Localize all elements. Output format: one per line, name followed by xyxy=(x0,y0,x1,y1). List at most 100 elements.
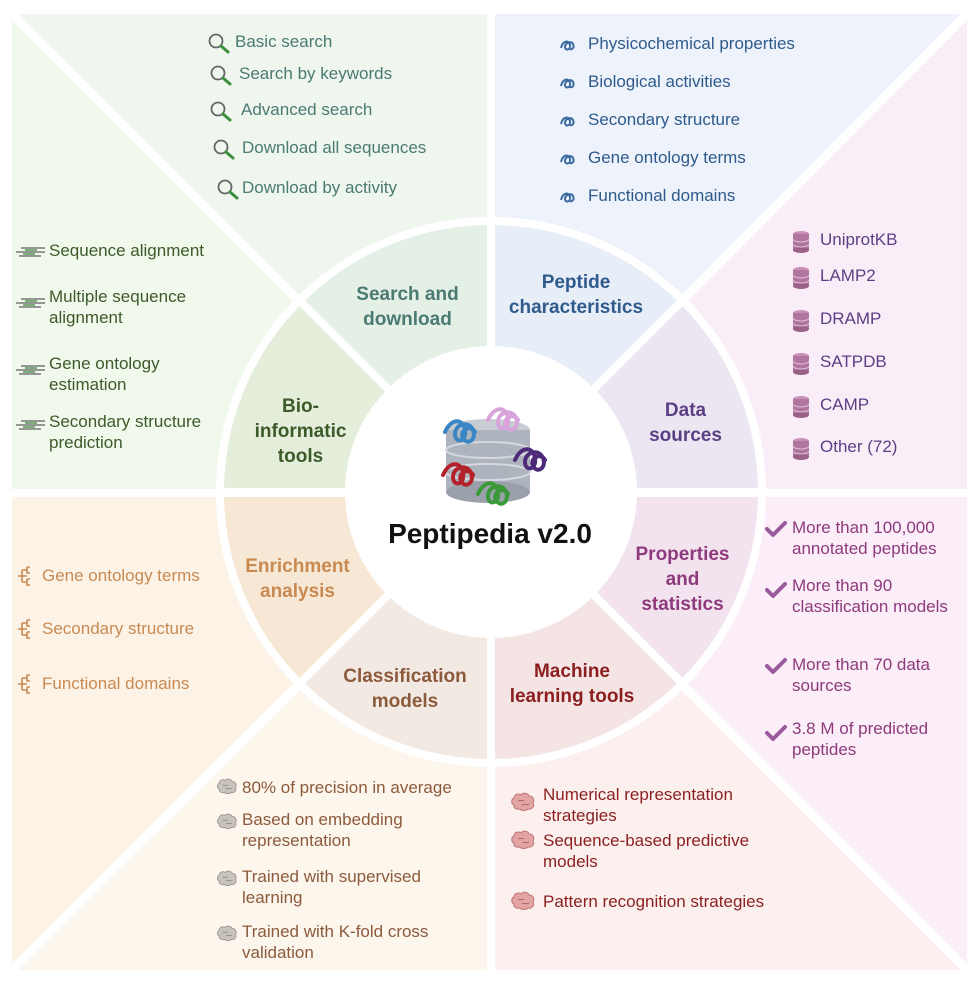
segment-label-line: Classification xyxy=(343,666,467,687)
list-item: Download all sequences xyxy=(207,138,426,178)
list-item-text: Trained with supervised learning xyxy=(242,867,421,907)
list-item: Functional domains xyxy=(16,674,200,704)
list-item: More than 100,000 annotated peptides xyxy=(765,517,970,575)
list-item: 3.8 M of predicted peptides xyxy=(765,718,970,768)
list-item-text: Gene ontology terms xyxy=(42,566,200,585)
brain-icon xyxy=(216,809,242,835)
list-item: Sequence-based predictive models xyxy=(510,830,790,891)
center-title: Peptipedia v2.0 xyxy=(388,518,592,549)
database-icon xyxy=(792,437,820,466)
list-item: CAMP xyxy=(792,395,897,437)
list-item: SATPDB xyxy=(792,352,897,395)
list-item-text: Sequence-based predictive models xyxy=(543,831,750,871)
list-item-text: Biological activities xyxy=(588,72,731,91)
list-item: Trained with K-fold cross validation xyxy=(216,921,481,967)
segment-label-peptide: Peptide characteristics xyxy=(496,270,656,320)
peptide-coil-purple-icon xyxy=(513,447,547,472)
segment-label-line: characteristics xyxy=(508,297,644,318)
peptide-coil-green-icon xyxy=(476,481,510,506)
segment-label-class: Classification models xyxy=(325,664,485,714)
list-item-text: Download all sequences xyxy=(242,138,427,157)
list-item: LAMP2 xyxy=(792,266,897,309)
database-icon xyxy=(792,352,820,381)
list-item: UniprotKB xyxy=(792,230,897,266)
segment-label-search: Search and download xyxy=(330,282,485,332)
list-item-text: Functional domains xyxy=(42,674,190,693)
segment-label-bio: Bio- informatic tools xyxy=(248,394,353,469)
brain-icon xyxy=(216,777,242,800)
peptipedia-logo xyxy=(441,407,547,506)
list-item: Secondary structure xyxy=(558,110,795,148)
tree-icon xyxy=(16,619,42,644)
segment-label-line: analysis xyxy=(260,581,335,602)
alignment-icon xyxy=(15,240,49,265)
list-item-text: Gene ontology estimation xyxy=(49,354,160,394)
list-item-text: DRAMP xyxy=(820,309,882,328)
list-item-text: 3.8 M of predicted peptides xyxy=(792,719,929,759)
tree-icon xyxy=(16,566,42,591)
list-item-text: Secondary structure xyxy=(588,110,741,129)
list-item-text: More than 90 classification models xyxy=(792,576,948,616)
list-item: Other (72) xyxy=(792,437,897,473)
brain-icon xyxy=(216,921,242,947)
list-item-text: Other (72) xyxy=(820,437,898,456)
segment-label-line: statistics xyxy=(641,594,724,615)
segment-label-data: Data sources xyxy=(628,398,743,448)
segment-label-line: Enrichment xyxy=(245,556,350,577)
magnifier-icon xyxy=(209,100,241,127)
list-item-text: SATPDB xyxy=(820,352,887,371)
alignment-icon xyxy=(15,411,49,438)
list-item-text: More than 100,000 annotated peptides xyxy=(792,518,937,558)
segment-label-line: download xyxy=(363,309,452,330)
check-icon xyxy=(765,517,792,543)
list-item-text: 80% of precision in average xyxy=(242,778,452,797)
list-item: DRAMP xyxy=(792,309,897,352)
list-item: Trained with supervised learning xyxy=(216,866,481,921)
segment-label-line: Peptide xyxy=(541,272,611,293)
bioinformatic-list: Sequence alignment Multiple sequence ali… xyxy=(15,240,230,457)
list-item-text: Gene ontology terms xyxy=(588,148,746,167)
brain-icon xyxy=(510,891,543,916)
list-item-text: Based on embedding representation xyxy=(242,810,403,850)
list-item-text: Basic search xyxy=(235,32,333,51)
list-item: Secondary structure prediction xyxy=(15,411,230,457)
peptide-coil-icon xyxy=(558,72,588,99)
list-item: Sequence alignment xyxy=(15,240,230,286)
list-item: Basic search xyxy=(207,32,426,64)
list-item: Physicochemical properties xyxy=(558,34,795,72)
list-item-text: Download by activity xyxy=(242,178,397,197)
peptide-list: Physicochemical properties Biological ac… xyxy=(558,34,795,224)
list-item-text: Advanced search xyxy=(241,100,373,119)
list-item: Gene ontology terms xyxy=(16,566,200,619)
list-item: Functional domains xyxy=(558,186,795,224)
segment-label-line: informatic xyxy=(254,421,347,442)
check-icon xyxy=(765,654,792,680)
brain-icon xyxy=(216,866,242,892)
list-item-text: LAMP2 xyxy=(820,266,876,285)
list-item-text: Numerical representation strategies xyxy=(543,785,733,825)
search-list: Basic search Search by keywords Advanced… xyxy=(207,32,426,212)
segment-label-line: learning tools xyxy=(509,686,635,707)
list-item-text: Functional domains xyxy=(588,186,736,205)
list-item: Gene ontology estimation xyxy=(15,353,230,411)
ml-tools-list: Numerical representation strategies Sequ… xyxy=(510,784,790,937)
segment-label-props: Properties and statistics xyxy=(620,542,745,617)
list-item-text: Search by keywords xyxy=(239,64,393,83)
database-icon xyxy=(792,395,820,424)
peptide-coil-icon xyxy=(558,186,588,213)
list-item-text: UniprotKB xyxy=(820,230,898,249)
list-item: Secondary structure xyxy=(16,619,200,674)
database-icon xyxy=(792,230,820,259)
segment-label-line: Machine xyxy=(533,661,611,682)
tree-icon xyxy=(16,674,42,699)
peptide-coil-blue-icon xyxy=(443,419,477,444)
list-item: Download by activity xyxy=(207,178,426,212)
list-item: Gene ontology terms xyxy=(558,148,795,186)
alignment-icon xyxy=(15,353,49,383)
list-item-text: Pattern recognition strategies xyxy=(543,892,765,911)
brain-icon xyxy=(510,784,543,817)
segment-label-ml: Machine learning tools xyxy=(497,659,647,709)
segment-label-enrich: Enrichment analysis xyxy=(230,554,365,604)
list-item: 80% of precision in average xyxy=(216,777,481,809)
